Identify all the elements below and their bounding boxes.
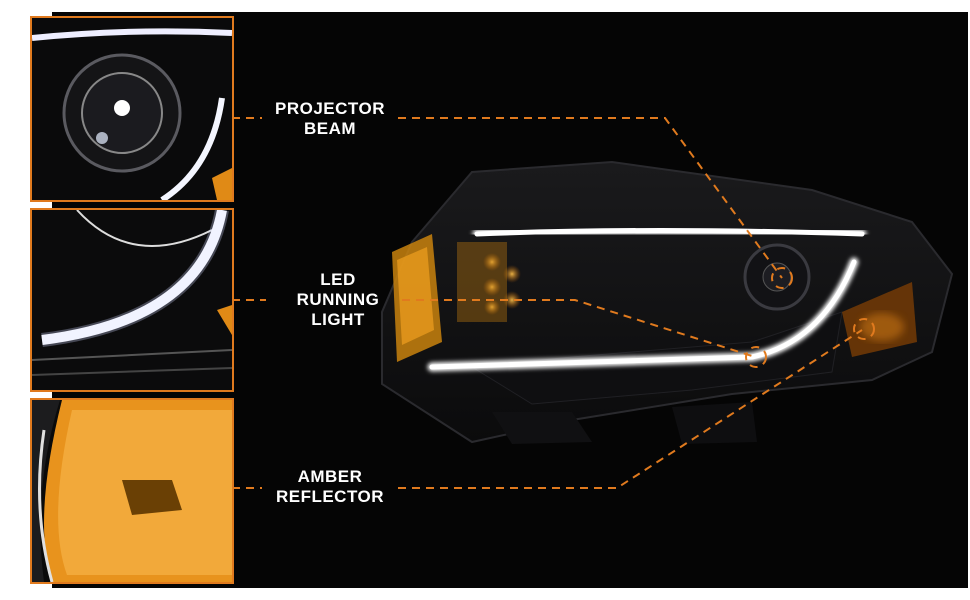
callout-amber-reflector-label: AMBER REFLECTOR xyxy=(260,467,400,507)
projector-closeup-image xyxy=(32,18,232,200)
callout-line: LED xyxy=(320,270,356,289)
amber-reflector-closeup-image xyxy=(32,400,232,582)
inset-led-running-light xyxy=(30,208,234,392)
callout-line: BEAM xyxy=(303,119,357,138)
led-closeup-image xyxy=(32,210,232,390)
callout-led-running-light-label: LED RUNNING LIGHT xyxy=(268,270,408,330)
inset-amber-reflector xyxy=(30,398,234,584)
inset-projector-beam xyxy=(30,16,234,202)
callout-line: RUNNING xyxy=(296,290,380,309)
callout-line: PROJECTOR xyxy=(275,99,385,118)
callout-line: LIGHT xyxy=(311,310,365,329)
callout-line: REFLECTOR xyxy=(275,487,385,506)
callout-line: AMBER xyxy=(297,467,363,486)
callout-projector-beam-label: PROJECTOR BEAM xyxy=(260,99,400,139)
